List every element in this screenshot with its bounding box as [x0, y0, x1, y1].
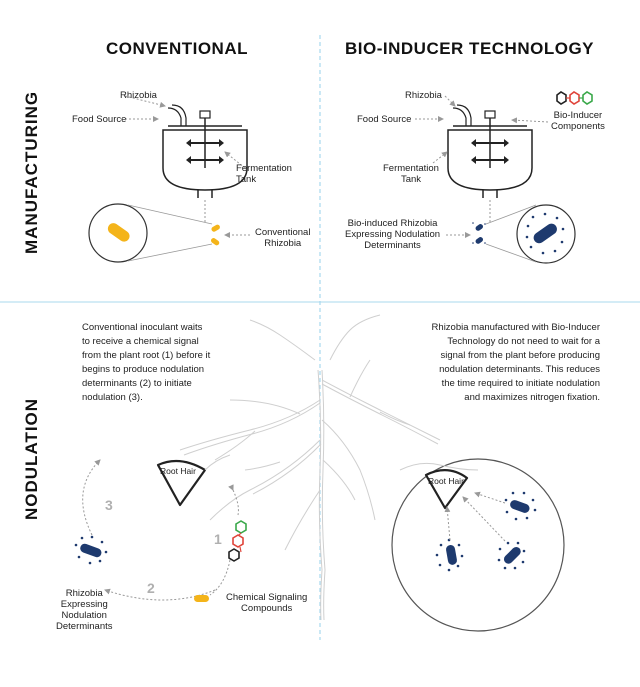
rhizobia-navy-right-2 — [435, 538, 464, 572]
label-components-line2: Components — [551, 121, 605, 132]
step-number-1: 1 — [214, 531, 222, 547]
label-product-line1: Bio-induced Rhizobia — [347, 218, 438, 229]
label-chemical-line2: Compounds — [241, 603, 293, 614]
bio-inducer-molecules-icon — [556, 91, 593, 105]
label-root-hair-right: Root Hair — [428, 476, 464, 486]
rhizobia-yellow-large — [107, 223, 130, 242]
label-rhizobia-line: Rhizobia — [65, 588, 103, 599]
paragraph-line: Rhizobia manufactured with Bio-Inducer — [431, 322, 600, 333]
magnifier-circle-nodulation — [391, 458, 565, 632]
label-fermentation-tank-left: Fermentation Tank — [236, 163, 292, 185]
chemical-signaling-molecule-icon — [228, 520, 247, 562]
root-hair-shape-right — [424, 469, 469, 510]
label-fermentation-tank-right: Fermentation Tank — [383, 163, 439, 185]
rhizobia-navy-large — [525, 212, 565, 255]
label-rhizobia-line: Determinants — [56, 621, 113, 632]
label-components-line1: Bio-Inducer — [553, 110, 603, 121]
paragraph-line: nodulation (3). — [82, 392, 143, 403]
paragraph-line: begins to produce nodulation — [82, 364, 205, 375]
paragraph-conventional: Conventional inoculant waits to receive … — [82, 321, 282, 405]
rhizobia-navy-right-1 — [504, 491, 537, 521]
rhizobia-yellow-small-2 — [210, 238, 220, 246]
paragraph-line: to receive a chemical signal — [82, 336, 199, 347]
label-tank-line1: Fermentation — [236, 163, 292, 174]
label-product-line1: Conventional — [255, 227, 311, 238]
paragraph-line: Technology do not need to wait for a — [447, 336, 600, 347]
fermentation-tank-right — [447, 104, 533, 198]
label-product-line2: Rhizobia — [264, 238, 302, 249]
header-conventional: CONVENTIONAL — [106, 39, 248, 58]
label-chemical-signaling: Chemical Signaling Compounds — [226, 592, 307, 614]
label-bio-inducer-components: Bio-Inducer Components — [551, 110, 605, 132]
label-rhizobia-left: Rhizobia — [120, 90, 157, 101]
rhizobia-navy-left — [74, 535, 108, 565]
label-chemical-line1: Chemical Signaling — [226, 592, 308, 603]
row-label-manufacturing: MANUFACTURING — [22, 90, 41, 254]
rhizobia-navy-small — [472, 222, 486, 244]
paragraph-line: and maximizes nitrogen fixation. — [464, 392, 600, 403]
row-label-nodulation: NODULATION — [22, 397, 41, 520]
paragraph-line: determinants (2) to initiate — [82, 378, 192, 389]
label-tank-line2: Tank — [400, 174, 422, 185]
paragraph-line: Conventional inoculant waits — [82, 322, 203, 333]
label-tank-line1: Fermentation — [383, 163, 439, 174]
step-number-2: 2 — [147, 580, 155, 596]
step-number-3: 3 — [105, 497, 113, 513]
label-rhizobia-line: Expressing — [60, 599, 108, 610]
label-food-source-right: Food Source — [357, 114, 412, 125]
paragraph-line: the time required to initiate nodulation — [441, 378, 600, 389]
header-bio-inducer: BIO-INDUCER TECHNOLOGY — [345, 39, 594, 58]
label-root-hair-left: Root Hair — [160, 466, 196, 476]
label-product-line3: Determinants — [364, 240, 421, 251]
label-food-source-left: Food Source — [72, 114, 127, 125]
label-bio-induced-rhizobia: Bio-induced Rhizobia Expressing Nodulati… — [345, 218, 440, 251]
label-tank-line2: Tank — [236, 174, 257, 185]
paragraph-line: from the plant root (1) before it — [82, 350, 211, 361]
label-rhizobia-expressing: Rhizobia Expressing Nodulation Determina… — [56, 588, 113, 632]
label-rhizobia-right: Rhizobia — [405, 90, 442, 101]
label-conventional-rhizobia: Conventional Rhizobia — [255, 227, 310, 249]
paragraph-line: signal from the plant before producing — [440, 350, 601, 361]
rhizobia-yellow-small-1 — [211, 224, 220, 232]
fermentation-tank-left — [162, 104, 248, 198]
paragraph-bio-inducer: Rhizobia manufactured with Bio-Inducer T… — [400, 321, 600, 405]
paragraph-line: nodulation determinants. This reduces — [439, 364, 600, 375]
rhizobia-yellow-nodulation — [194, 595, 209, 602]
rhizobia-navy-right-3 — [497, 541, 526, 570]
plant-root-drawing — [179, 314, 441, 621]
label-product-line2: Expressing Nodulation — [345, 229, 441, 240]
label-rhizobia-line: Nodulation — [61, 610, 107, 621]
